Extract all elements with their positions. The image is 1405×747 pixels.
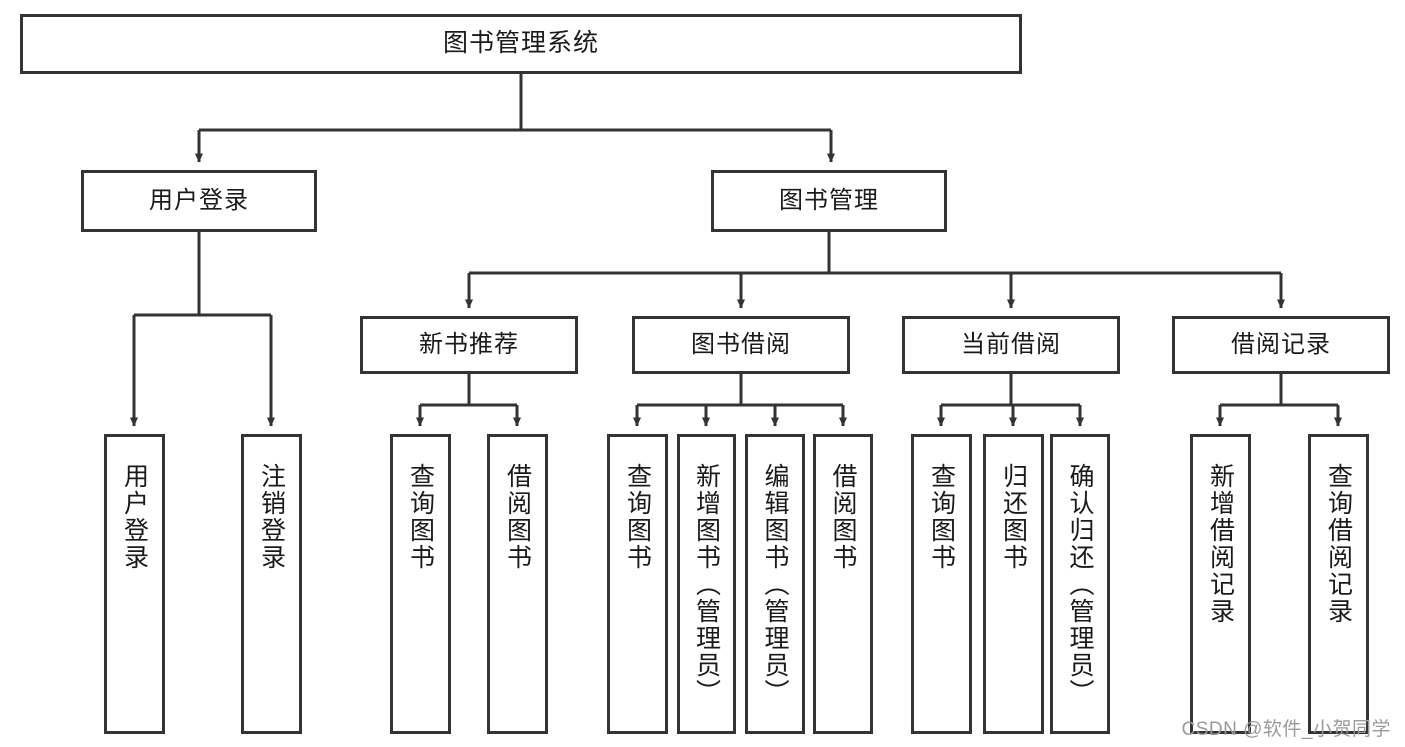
node-label: 新书推荐 bbox=[419, 330, 519, 358]
node-leaf-edit-book-admin[interactable]: 编辑图书（管理员） bbox=[745, 434, 805, 734]
node-leaf-borrow-book[interactable]: 借阅图书 bbox=[813, 434, 873, 734]
node-new-book-recommend[interactable]: 新书推荐 bbox=[360, 316, 578, 374]
node-leaf-add-borrow-record[interactable]: 新增借阅记录 bbox=[1190, 434, 1251, 734]
node-label: 借阅图书 bbox=[503, 463, 532, 571]
csdn-watermark: CSDN @软件_小贺同学 bbox=[1181, 719, 1391, 740]
node-leaf-query-book-recommend[interactable]: 查询图书 bbox=[390, 434, 451, 734]
node-label: 当前借阅 bbox=[961, 330, 1061, 358]
node-leaf-user-login[interactable]: 用户登录 bbox=[104, 434, 165, 734]
node-book-management[interactable]: 图书管理 bbox=[711, 170, 947, 232]
node-label: 用户登录 bbox=[120, 463, 149, 571]
node-leaf-query-borrow-record[interactable]: 查询借阅记录 bbox=[1308, 434, 1369, 734]
node-label: 新增图书（管理员） bbox=[692, 463, 721, 706]
node-leaf-borrow-book-recommend[interactable]: 借阅图书 bbox=[487, 434, 548, 734]
node-label: 确认归还（管理员） bbox=[1066, 463, 1094, 706]
node-current-borrow[interactable]: 当前借阅 bbox=[902, 316, 1120, 374]
node-leaf-return-book[interactable]: 归还图书 bbox=[983, 434, 1044, 734]
node-book-management-system[interactable]: 图书管理系统 bbox=[20, 14, 1022, 74]
node-label: 新增借阅记录 bbox=[1206, 463, 1235, 625]
node-leaf-user-logout[interactable]: 注销登录 bbox=[241, 434, 302, 734]
node-label: 编辑图书（管理员） bbox=[761, 463, 789, 706]
node-leaf-query-book-borrow[interactable]: 查询图书 bbox=[607, 434, 668, 734]
node-label: 归还图书 bbox=[999, 463, 1028, 571]
node-label: 用户登录 bbox=[149, 186, 249, 214]
node-label: 查询图书 bbox=[623, 463, 652, 571]
node-label: 查询图书 bbox=[927, 463, 956, 571]
node-leaf-confirm-return-admin[interactable]: 确认归还（管理员） bbox=[1050, 434, 1110, 734]
node-label: 图书借阅 bbox=[691, 330, 791, 358]
node-label: 借阅记录 bbox=[1231, 330, 1331, 358]
node-user-login[interactable]: 用户登录 bbox=[81, 170, 317, 232]
node-label: 查询图书 bbox=[406, 463, 435, 571]
node-leaf-add-book-admin[interactable]: 新增图书（管理员） bbox=[677, 434, 736, 734]
node-borrow-record[interactable]: 借阅记录 bbox=[1172, 316, 1390, 374]
node-label: 图书管理系统 bbox=[442, 29, 599, 58]
node-label: 图书管理 bbox=[779, 186, 879, 214]
node-label: 注销登录 bbox=[257, 463, 286, 571]
node-label: 借阅图书 bbox=[829, 463, 857, 571]
node-label: 查询借阅记录 bbox=[1324, 463, 1353, 625]
node-leaf-query-book-current[interactable]: 查询图书 bbox=[911, 434, 972, 734]
node-book-borrow[interactable]: 图书借阅 bbox=[632, 316, 850, 374]
